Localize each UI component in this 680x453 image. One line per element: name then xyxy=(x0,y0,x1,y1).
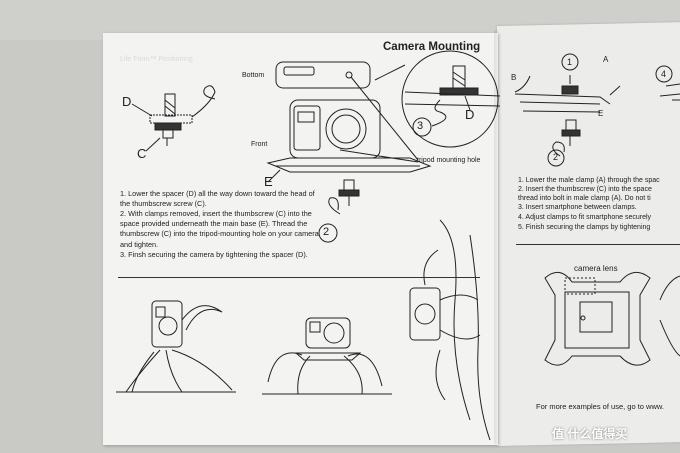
instruction-step-2: 2. With clamps removed, insert the thumb… xyxy=(120,209,319,249)
tripod-hole-illustration xyxy=(345,71,353,79)
label-e: E xyxy=(264,174,273,189)
right-step-2-number: 2 xyxy=(553,152,559,162)
right-step-4-marker xyxy=(655,65,673,83)
instruction-step-3: 3. Finsh securing the camera by tighteni… xyxy=(120,250,308,259)
right-step-2b: thread into bolt in male clamp (A). Do n… xyxy=(518,195,651,202)
camera-lens-label: camera lens xyxy=(574,264,618,273)
step-3-marker xyxy=(412,117,432,137)
mount-base-illustration xyxy=(266,157,432,173)
right-label-b: B xyxy=(511,73,517,82)
camera-on-tree-illustration xyxy=(409,287,441,341)
watermark-text: 值 什么值得买 xyxy=(552,427,628,441)
right-step-2-marker xyxy=(547,149,565,167)
right-step-4-number: 4 xyxy=(661,69,667,79)
bottom-label: Bottom xyxy=(242,72,265,79)
thumbscrew-head-illustration xyxy=(162,129,174,139)
right-step-2: 2. Insert the thumbscrew (C) into the sp… xyxy=(518,186,652,193)
right-section-divider xyxy=(516,244,680,245)
right-step-1-marker xyxy=(561,53,579,71)
right-step-5: 5. Finish securing the clamps by tighten… xyxy=(518,224,651,231)
section-divider xyxy=(118,277,480,278)
right-step-4: 4. Adjust clamps to fit smartphone secur… xyxy=(518,214,652,221)
right-label-a: A xyxy=(603,55,609,64)
right-step-1: 1. Lower the male clamp (A) through the … xyxy=(518,177,660,184)
screw-shaft-illustration xyxy=(164,93,176,117)
page-title: Camera Mounting xyxy=(383,41,481,53)
instruction-step-1: 1. Lower the spacer (D) all the way down… xyxy=(120,189,315,209)
watermark: 值 什么值得买 xyxy=(552,425,627,442)
step-2-number: 2 xyxy=(323,226,330,238)
tree-trunk-illustration xyxy=(439,219,471,421)
camera-on-mini-tripod-illustration xyxy=(151,300,183,348)
page-fold xyxy=(494,30,500,444)
label-c: C xyxy=(137,146,147,161)
step-3-number: 3 xyxy=(417,120,424,132)
tripod-hole-label: tripod mounting hole xyxy=(417,157,481,164)
left-page xyxy=(103,33,498,445)
phone-clamp-top-view-illustration xyxy=(544,271,651,366)
spacer-illustration xyxy=(154,122,182,131)
label-d-zoom: D xyxy=(465,107,475,122)
faded-heading: Life Form™ Positioning xyxy=(120,56,193,63)
tripod-usage-illustrations xyxy=(116,219,491,441)
right-step-3: 3. Insert smartphone between clamps. xyxy=(518,204,637,211)
right-step-1-number: 1 xyxy=(567,57,573,67)
footer-text: For more examples of use, go to www. xyxy=(536,402,664,411)
zoom-circle-illustration xyxy=(401,50,499,148)
camera-bottom-illustration xyxy=(275,61,371,89)
phone-mount-illustrations xyxy=(514,75,680,366)
camera-on-spider-tripod-illustration xyxy=(305,317,351,349)
right-label-e: E xyxy=(598,109,604,118)
label-d: D xyxy=(122,94,132,109)
front-label: Front xyxy=(251,141,268,148)
step-2-marker xyxy=(318,223,338,243)
